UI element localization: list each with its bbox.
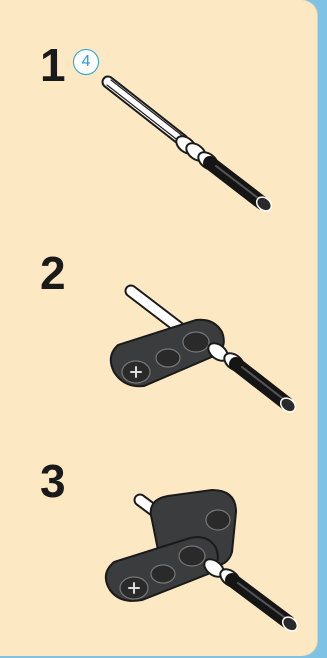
instruction-page: 1 4 2 (0, 0, 318, 656)
